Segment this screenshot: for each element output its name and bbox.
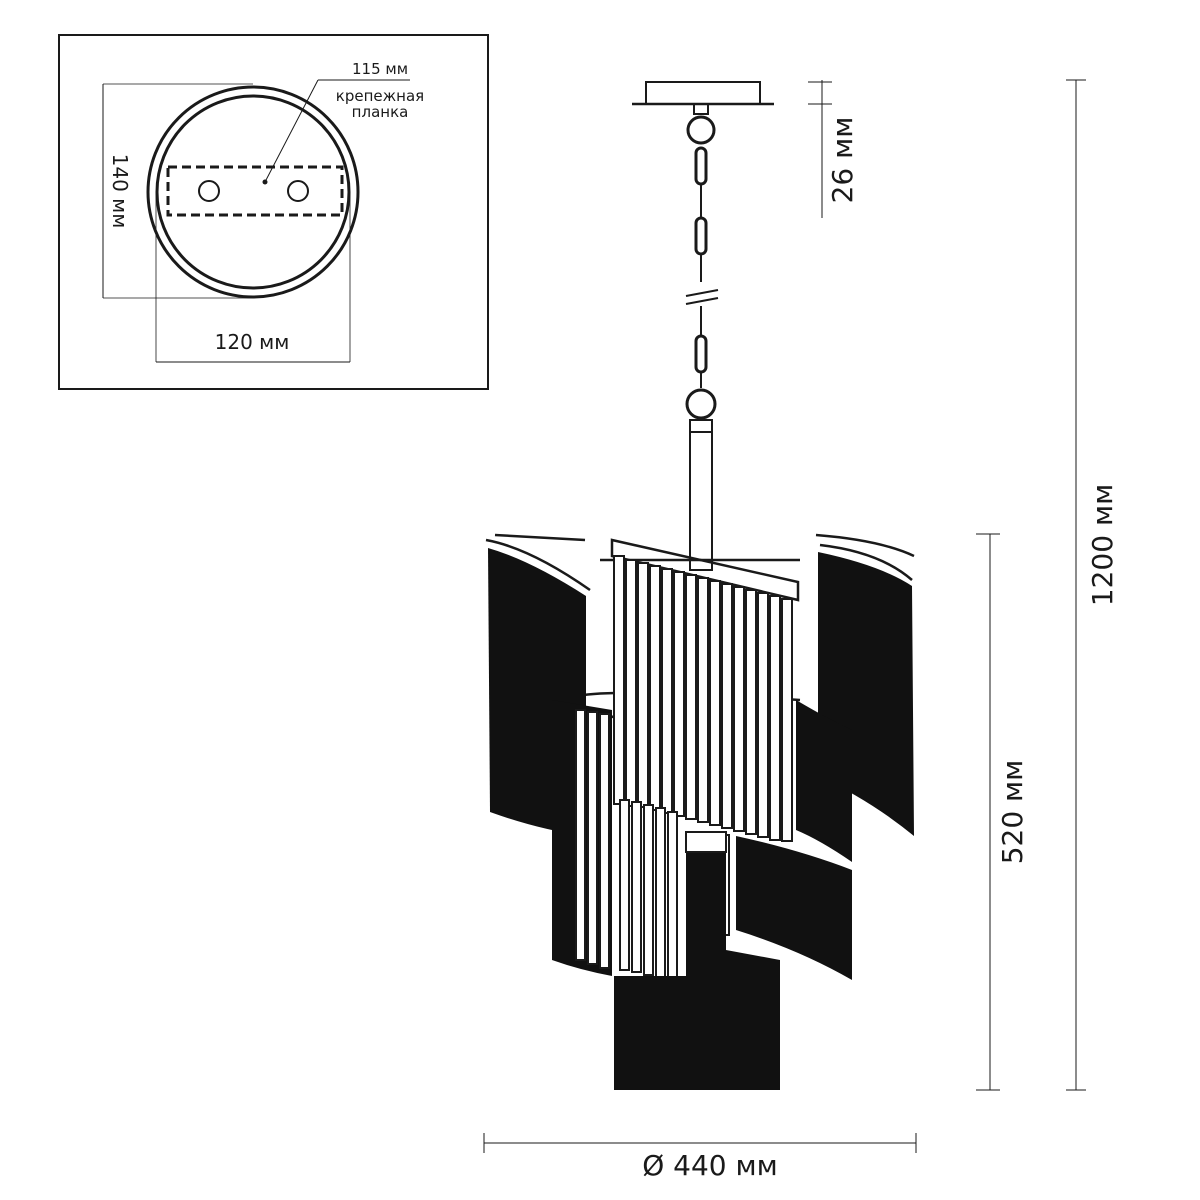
crystal-rod [781, 598, 793, 842]
inset-panel: 115 мм крепежная планка 140 мм 120 мм [58, 34, 489, 390]
top-ring-left-edge [494, 533, 586, 542]
crystal-rod [685, 574, 697, 820]
crystal-rod [673, 571, 685, 817]
canopy-body [645, 81, 761, 105]
bottom-tier-left-curtain [614, 976, 686, 1090]
upper-front-rods [613, 555, 793, 842]
crystal-rod [643, 804, 654, 976]
crystal-rod [575, 709, 586, 961]
chain-link [694, 334, 708, 374]
lower-ring [685, 388, 717, 420]
chain [685, 146, 719, 420]
top-front-band [610, 538, 800, 602]
crystal-rod [587, 711, 598, 965]
crystal-rod [631, 801, 642, 973]
crystal-rod [745, 589, 757, 835]
central-rod [689, 419, 713, 571]
crystal-rod [655, 807, 666, 979]
mounting-plate [166, 165, 344, 217]
crystal-rod [733, 586, 745, 832]
mount-plate-label-line2: планка [352, 103, 409, 121]
crystal-rod [697, 577, 709, 823]
width-dim-label: 120 мм [215, 330, 290, 354]
canopy-inner-circle [155, 94, 351, 290]
canopy-outer-circle [146, 85, 360, 299]
plate-leader-line [264, 79, 319, 183]
mounting-hole-right [287, 180, 309, 202]
total-height-dim-label: 1200 мм [1086, 484, 1119, 606]
top-ring-right-arc [819, 543, 913, 581]
chain-break-mark [685, 297, 719, 305]
height-dim-label: 140 мм [108, 154, 132, 229]
crystal-rod [661, 568, 673, 814]
body-height-dim-label: 520 мм [996, 760, 1029, 865]
canopy-hook-base [693, 103, 709, 115]
crystal-rod [619, 799, 630, 971]
chain-link [694, 146, 708, 186]
diameter-dim-label: Ø 440 мм [642, 1149, 778, 1182]
crystal-rod [613, 555, 625, 805]
mount-plate-label-line1: крепежная [336, 87, 424, 105]
crystal-rod [769, 595, 781, 841]
ceiling-canopy [632, 81, 774, 145]
inset-frame [58, 34, 489, 390]
middle-tier-back-curtain [796, 700, 852, 862]
canopy-height-dim-label: 26 мм [826, 117, 859, 204]
top-ring-right-edge [815, 533, 915, 558]
crystal-rod [599, 713, 610, 969]
crystal-rod [709, 580, 721, 826]
bottom-tier-top-band [685, 831, 727, 853]
dimensions [483, 79, 1086, 1153]
chain-link [694, 216, 708, 256]
top-ring-left-arc [485, 538, 591, 592]
spacing-dim-label: 115 мм [352, 60, 408, 78]
chain-break-mark [685, 289, 719, 297]
middle-front-rods [575, 709, 730, 979]
chandelier [485, 81, 915, 1090]
crystal-rod [721, 583, 733, 829]
crystal-rod [625, 559, 637, 807]
middle-tier-right-curtain [736, 836, 852, 980]
canopy-ring [686, 115, 716, 145]
crystal-rod [637, 562, 649, 808]
mounting-hole-left [198, 180, 220, 202]
crystal-rod [667, 811, 678, 979]
crystal-rod [649, 565, 661, 811]
bottom-tier-right-curtain [686, 850, 780, 1090]
crystal-rod [757, 592, 769, 838]
